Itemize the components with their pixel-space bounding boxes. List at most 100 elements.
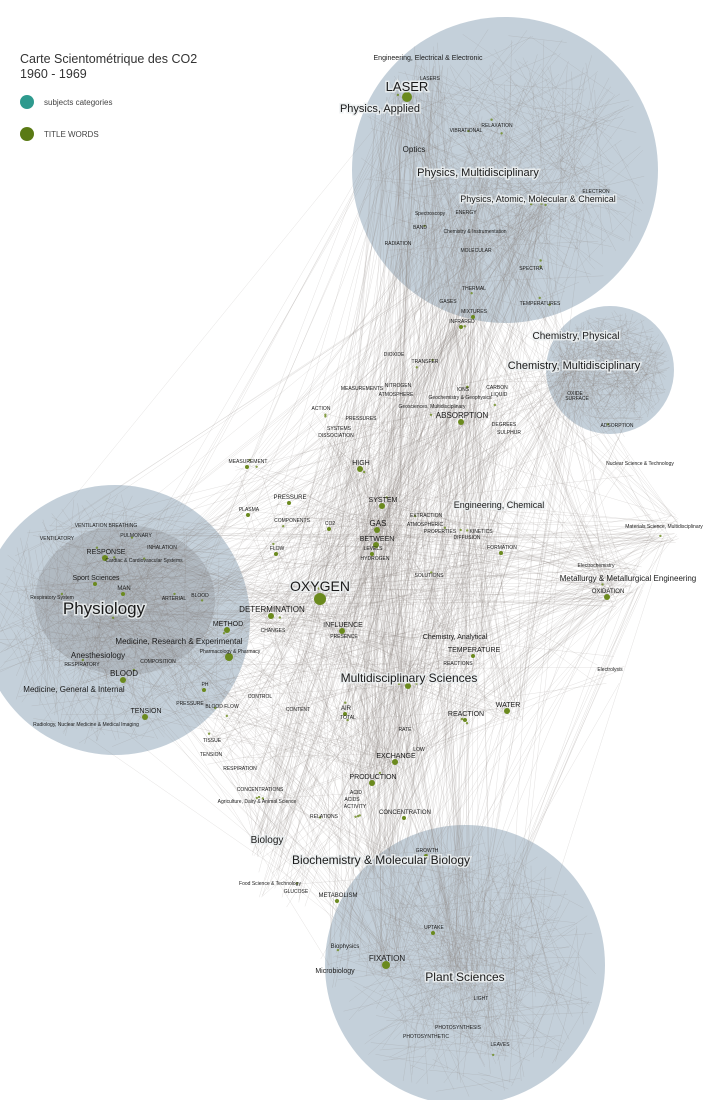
node-pressure — [287, 501, 291, 505]
node-minor — [460, 717, 464, 721]
label-ventilation-breathing: VENTILATION BREATHING — [75, 523, 138, 529]
label-mixtures: MIXTURES — [461, 309, 488, 315]
node-minor — [466, 529, 469, 532]
label-medicine-general: Medicine, General & Internal — [23, 685, 125, 694]
label-leaves: LEAVES — [490, 1042, 510, 1048]
node-growth — [424, 854, 428, 858]
label-electrolysis: Electrolysis — [597, 667, 623, 673]
label-oxidation: OXIDATION — [592, 589, 625, 595]
label-agriculture: Agriculture, Dairy & Animal Science — [218, 799, 297, 805]
node-blood — [120, 677, 126, 683]
label-arterial: ARTERIAL — [162, 596, 187, 602]
label-transfer: TRANSFER — [412, 359, 439, 365]
label-kinetics: KINETICS — [469, 529, 493, 535]
label-pressures: PRESSURES — [346, 416, 378, 422]
node-minor — [459, 528, 462, 532]
physiology-core-shade — [35, 525, 215, 675]
node-minor — [225, 714, 228, 718]
label-between: BETWEEN — [360, 536, 395, 543]
node-infrared — [459, 325, 463, 329]
label-reactions: REACTIONS — [443, 661, 473, 667]
label-chem-analytical: Chemistry, Analytical — [423, 634, 488, 641]
node-minor — [111, 616, 115, 619]
node-minor — [255, 796, 258, 800]
cluster-physics — [352, 17, 658, 323]
node-minor — [255, 465, 258, 468]
label-geochem: Geochemistry & Geophysics — [428, 395, 492, 401]
label-flow: FLOW — [270, 546, 285, 552]
label-temperatures: TEMPERATURES — [520, 301, 561, 307]
green-dot-icon — [20, 127, 34, 141]
node-minor — [81, 658, 85, 662]
label-optics: Optics — [403, 145, 426, 154]
node-temperature — [471, 654, 475, 658]
label-eng-chem: Engineering, Chemical — [454, 500, 545, 510]
label-levels: LEVELS — [364, 546, 384, 552]
node-absorption — [458, 419, 464, 425]
label-respiratory-system: Respiratory System — [30, 595, 74, 601]
label-oxygen: OXYGEN — [290, 578, 350, 594]
node-between — [373, 542, 379, 548]
label-temperature: TEMPERATURE — [448, 647, 501, 654]
node-minor — [336, 948, 340, 952]
legend-item-subjects: subjects categories — [20, 95, 112, 109]
map-title-line2: 1960 - 1969 — [20, 67, 87, 81]
node-minor — [470, 292, 473, 295]
node-minor — [429, 413, 433, 416]
node-minor — [396, 93, 400, 97]
node-influence — [339, 628, 345, 634]
node-measurement — [245, 465, 249, 469]
label-phys-multi: Physics, Multidisciplinary — [417, 167, 539, 179]
label-ph: PH — [202, 682, 209, 688]
label-molecular: MOLECULAR — [460, 248, 492, 254]
node-minor — [354, 815, 357, 818]
label-atmospheric: ATMOSPHERIC — [407, 522, 444, 528]
label-metabolism: METABOLISM — [319, 893, 358, 899]
node-minor — [492, 1053, 495, 1057]
label-eng-elec: Engineering, Electrical & Electronic — [374, 55, 483, 62]
label-geosciences: Geosciences, Multidisciplinary — [399, 404, 466, 410]
node-minor — [317, 587, 320, 590]
label-band: BAND — [413, 225, 427, 231]
node-minor — [539, 265, 542, 268]
label-method: METHOD — [213, 621, 243, 628]
label-blood: BLOOD — [110, 669, 138, 678]
map-title-line1: Carte Scientométrique des CO2 — [20, 52, 198, 66]
label-gas: GAS — [370, 519, 387, 528]
label-tension-2: TENSION — [200, 752, 223, 758]
label-plasma: PLASMA — [239, 507, 260, 513]
label-materials: Materials Science, Multidisciplinary — [625, 524, 703, 530]
node-gas — [374, 527, 380, 533]
node-minor — [295, 882, 299, 885]
node-minor — [261, 797, 264, 800]
label-ventilatory: VENTILATORY — [40, 536, 75, 542]
label-layer: Engineering, Electrical & ElectronicLASE… — [23, 55, 703, 1048]
teal-dot-icon — [20, 95, 34, 109]
node-water — [504, 708, 510, 714]
cluster-physiology — [0, 485, 250, 755]
node-minor — [544, 203, 547, 207]
node-minor — [397, 682, 401, 686]
node-high — [357, 466, 363, 472]
label-chem-inst: Chemistry & Instrumentation — [443, 229, 506, 235]
node-minor — [430, 571, 433, 574]
label-microbiology: Microbiology — [315, 968, 355, 975]
label-growth: GROWTH — [416, 848, 439, 854]
label-physiology: Physiology — [63, 599, 146, 618]
label-properties: PROPERTIES — [424, 529, 457, 535]
label-adsorption: ADSORPTION — [600, 423, 633, 429]
network-edges — [0, 29, 679, 1097]
node-minor — [282, 525, 285, 528]
node-minor — [413, 514, 417, 518]
label-acid: ACID — [350, 790, 362, 796]
node-minor — [601, 583, 604, 586]
label-degrees: DEGREES — [492, 422, 517, 428]
node-minor — [490, 118, 493, 121]
node-minor — [318, 816, 322, 819]
label-presence: PRESENCE — [330, 634, 358, 640]
label-nuclear: Nuclear Science & Technology — [606, 461, 674, 467]
label-food: Food Science & Technology — [239, 881, 301, 887]
label-determination: DETERMINATION — [239, 605, 305, 614]
node-ph — [202, 688, 206, 692]
label-plant-sciences: Plant Sciences — [425, 970, 504, 984]
